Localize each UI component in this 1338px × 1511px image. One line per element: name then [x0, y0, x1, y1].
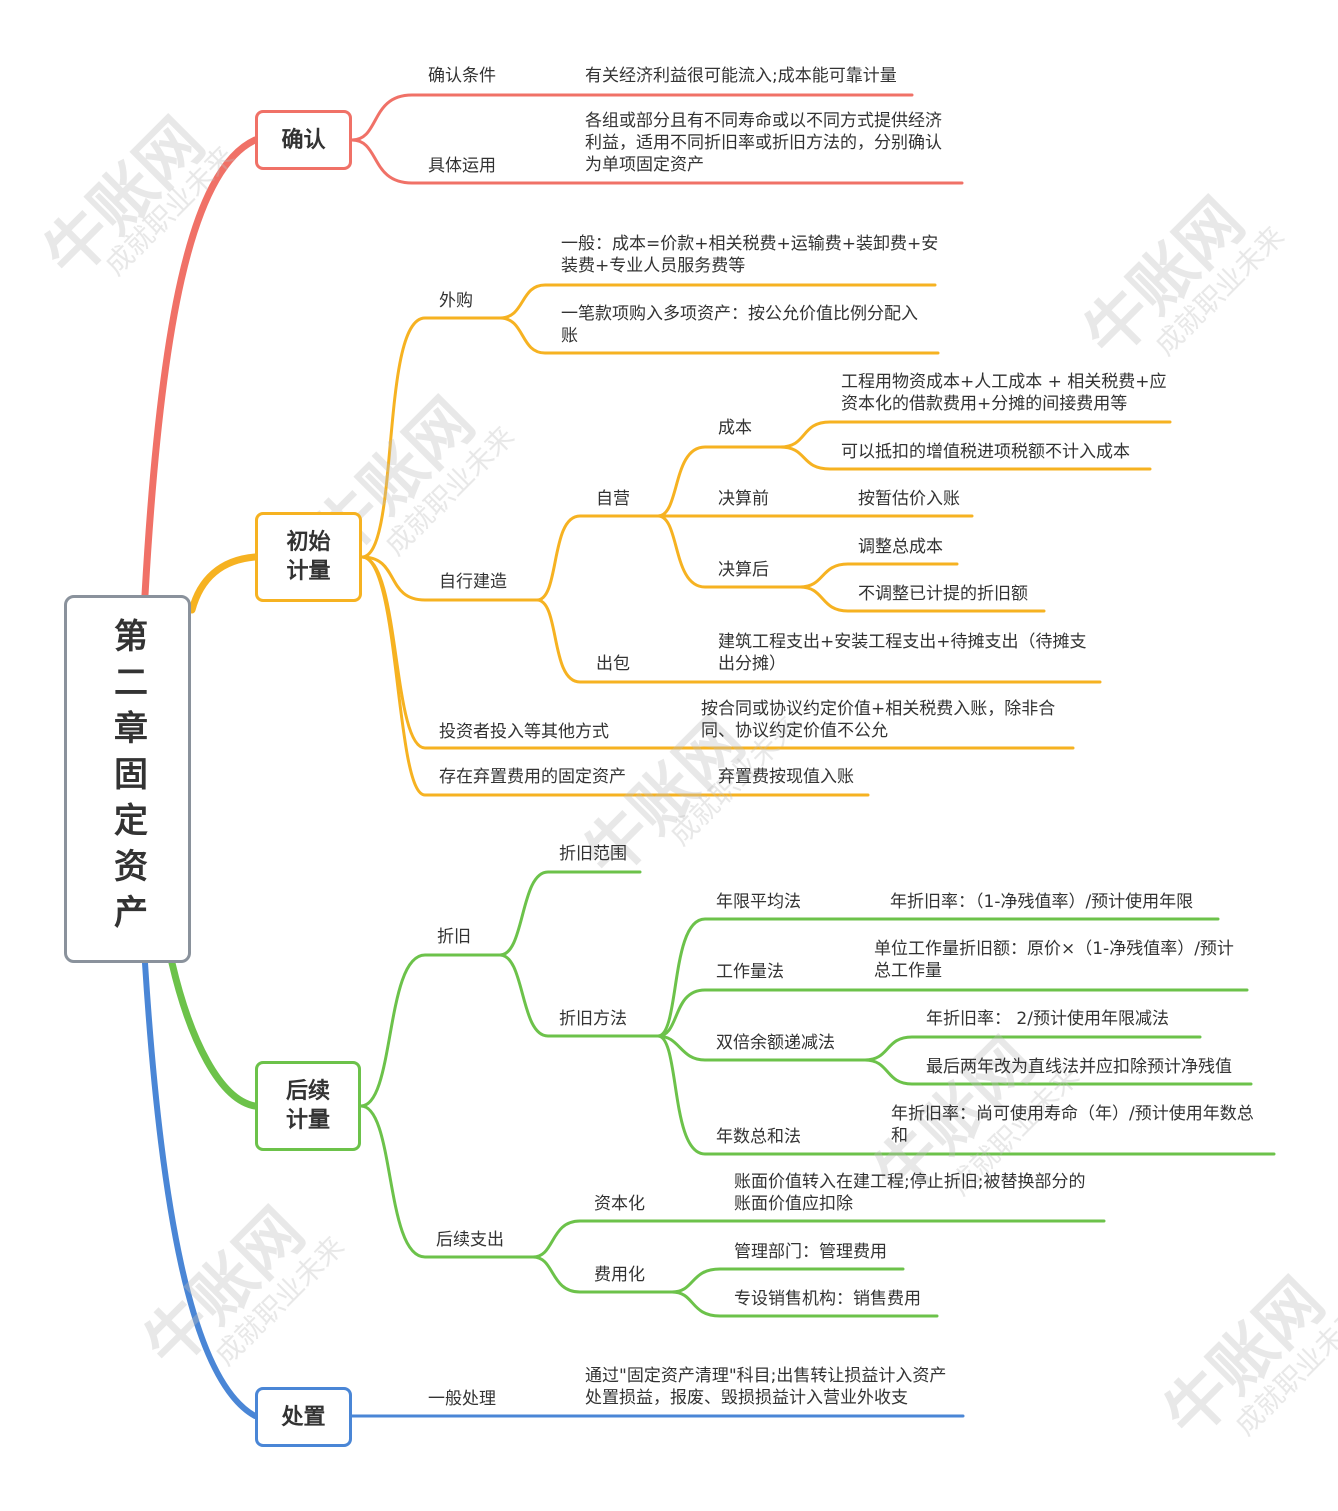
node-ddb-text2[interactable]: 最后两年改为直线法并应扣除预计净残值: [926, 1057, 1232, 1077]
node-cost-text1-line: 资本化的借款费用+分摊的间接费用等: [841, 394, 1128, 414]
node-abandon-text[interactable]: 弃置费按现值入账: [718, 767, 854, 787]
node-syd-text[interactable]: 年折旧率：尚可使用寿命（年）/预计使用年数总 和: [891, 1103, 1254, 1147]
node-apply-text-line: 利益，适用不同折旧率或折旧方法的，分别确认: [585, 133, 942, 153]
node-syd-label[interactable]: 年数总和法: [716, 1127, 801, 1147]
node-syd-text-line: 和: [891, 1126, 908, 1146]
node-workload-text-line: 总工作量: [874, 961, 942, 981]
node-investor-text[interactable]: 按合同或协议约定价值+相关税费入账，除非合 同、协议约定价值不公允: [701, 698, 1055, 742]
node-disposal-general-text[interactable]: 通过"固定资产清理"科目;出售转让损益计入资产 处置损益，报废、毁损损益计入营业…: [585, 1365, 946, 1409]
node-dep-range-label[interactable]: 折旧范围: [559, 844, 627, 864]
node-cost-text2[interactable]: 可以抵扣的增值税进项税额不计入成本: [841, 442, 1130, 462]
topic-subsequent-label-line1: 后续: [285, 1079, 330, 1104]
node-outsource-text-line: 出分摊）: [718, 654, 786, 674]
node-straight-label[interactable]: 年限平均法: [716, 892, 801, 912]
node-apply-text[interactable]: 各组或部分且有不同寿命或以不同方式提供经济 利益，适用不同折旧率或折旧方法的，分…: [585, 110, 942, 176]
root-topic[interactable]: 第二章固定资产: [64, 595, 191, 963]
root-title: 第二章固定资产: [107, 618, 148, 940]
branch-connector-confirm: [141, 136, 259, 599]
node-exp-text1[interactable]: 管理部门：管理费用: [734, 1242, 887, 1262]
node-cap-label[interactable]: 资本化: [594, 1194, 645, 1214]
node-self-run-label[interactable]: 自营: [596, 489, 630, 509]
node-apply-text-line: 为单项固定资产: [585, 155, 704, 175]
node-before-text[interactable]: 按暂估价入账: [858, 489, 960, 509]
node-apply-text-line: 各组或部分且有不同寿命或以不同方式提供经济: [585, 111, 942, 131]
node-before-label[interactable]: 决算前: [718, 489, 769, 509]
node-purchase-general-line: 一般：成本=价款+相关税费+运输费+装卸费+安: [561, 234, 939, 254]
node-after-text1[interactable]: 调整总成本: [858, 537, 943, 557]
node-cap-text[interactable]: 账面价值转入在建工程;停止折旧;被替换部分的 账面价值应扣除: [734, 1171, 1085, 1215]
node-investor-label[interactable]: 投资者投入等其他方式: [439, 722, 609, 742]
branch-connector-disposal: [142, 960, 258, 1419]
node-abandon-label[interactable]: 存在弃置费用的固定资产: [439, 767, 626, 787]
topic-initial-label-line1: 初始: [286, 530, 331, 555]
branch-connector-subsequent: [168, 959, 259, 1110]
node-conditions-text[interactable]: 有关经济利益很可能流入;成本能可靠计量: [585, 66, 897, 86]
node-purchase-general-line: 装费+专业人员服务费等: [561, 256, 746, 276]
node-investor-text-line: 同、协议约定价值不公允: [701, 721, 888, 741]
node-cost-label[interactable]: 成本: [718, 418, 752, 438]
branch-connector-initial: [188, 553, 259, 614]
node-investor-text-line: 按合同或协议约定价值+相关税费入账，除非合: [701, 699, 1056, 719]
node-dep-method-label[interactable]: 折旧方法: [559, 1009, 627, 1029]
node-purchase-bundle-line: 账: [561, 326, 578, 346]
node-workload-text-line: 单位工作量折旧额：原价×（1-净残值率）/预计: [874, 939, 1234, 959]
node-self-build-label[interactable]: 自行建造: [439, 572, 507, 592]
node-outsource-text-line: 建筑工程支出+安装工程支出+待摊支出（待摊支: [718, 632, 1087, 652]
topic-disposal[interactable]: 处置: [255, 1387, 352, 1447]
node-ddb-label[interactable]: 双倍余额递减法: [716, 1033, 835, 1053]
node-purchase-label[interactable]: 外购: [439, 291, 473, 311]
node-purchase-general[interactable]: 一般：成本=价款+相关税费+运输费+装卸费+安 装费+专业人员服务费等: [561, 233, 938, 277]
node-cap-text-line: 账面价值转入在建工程;停止折旧;被替换部分的: [734, 1172, 1086, 1192]
node-expense-label[interactable]: 后续支出: [436, 1230, 504, 1250]
node-after-label[interactable]: 决算后: [718, 560, 769, 580]
node-exp-text2[interactable]: 专设销售机构：销售费用: [734, 1289, 921, 1309]
node-after-text2[interactable]: 不调整已计提的折旧额: [858, 584, 1028, 604]
topic-subsequent-label-line2: 计量: [285, 1108, 330, 1133]
node-cost-text1-line: 工程用物资成本+人工成本 + 相关税费+应: [841, 372, 1167, 392]
node-syd-text-line: 年折旧率：尚可使用寿命（年）/预计使用年数总: [891, 1104, 1254, 1124]
node-apply-label[interactable]: 具体运用: [428, 156, 496, 176]
node-workload-label[interactable]: 工作量法: [716, 962, 784, 982]
node-disposal-general-text-line: 处置损益，报废、毁损损益计入营业外收支: [585, 1388, 908, 1408]
node-purchase-bundle[interactable]: 一笔款项购入多项资产：按公允价值比例分配入 账: [561, 303, 918, 347]
topic-initial-label-line2: 计量: [286, 559, 331, 584]
node-depreciation-label[interactable]: 折旧: [437, 927, 471, 947]
topic-initial-measurement[interactable]: 初始 计量: [255, 512, 362, 602]
topic-confirm-label: 确认: [281, 127, 326, 153]
topic-subsequent-measurement[interactable]: 后续 计量: [255, 1061, 361, 1151]
node-ddb-text1[interactable]: 年折旧率： 2/预计使用年限减法: [926, 1009, 1169, 1029]
node-outsource-text[interactable]: 建筑工程支出+安装工程支出+待摊支出（待摊支 出分摊）: [718, 631, 1087, 675]
node-disposal-general-label[interactable]: 一般处理: [428, 1389, 496, 1409]
node-purchase-bundle-line: 一笔款项购入多项资产：按公允价值比例分配入: [561, 304, 918, 324]
topic-confirm[interactable]: 确认: [255, 110, 352, 170]
node-conditions-label[interactable]: 确认条件: [428, 66, 496, 86]
node-cap-text-line: 账面价值应扣除: [734, 1194, 853, 1214]
topic-disposal-label: 处置: [281, 1404, 326, 1430]
node-cost-text1[interactable]: 工程用物资成本+人工成本 + 相关税费+应 资本化的借款费用+分摊的间接费用等: [841, 371, 1167, 415]
node-straight-text[interactable]: 年折旧率：（1-净残值率）/预计使用年限: [890, 892, 1194, 912]
node-workload-text[interactable]: 单位工作量折旧额：原价×（1-净残值率）/预计 总工作量: [874, 938, 1234, 982]
node-outsource-label[interactable]: 出包: [596, 654, 630, 674]
node-exp-label[interactable]: 费用化: [594, 1265, 645, 1285]
node-disposal-general-text-line: 通过"固定资产清理"科目;出售转让损益计入资产: [585, 1366, 947, 1386]
